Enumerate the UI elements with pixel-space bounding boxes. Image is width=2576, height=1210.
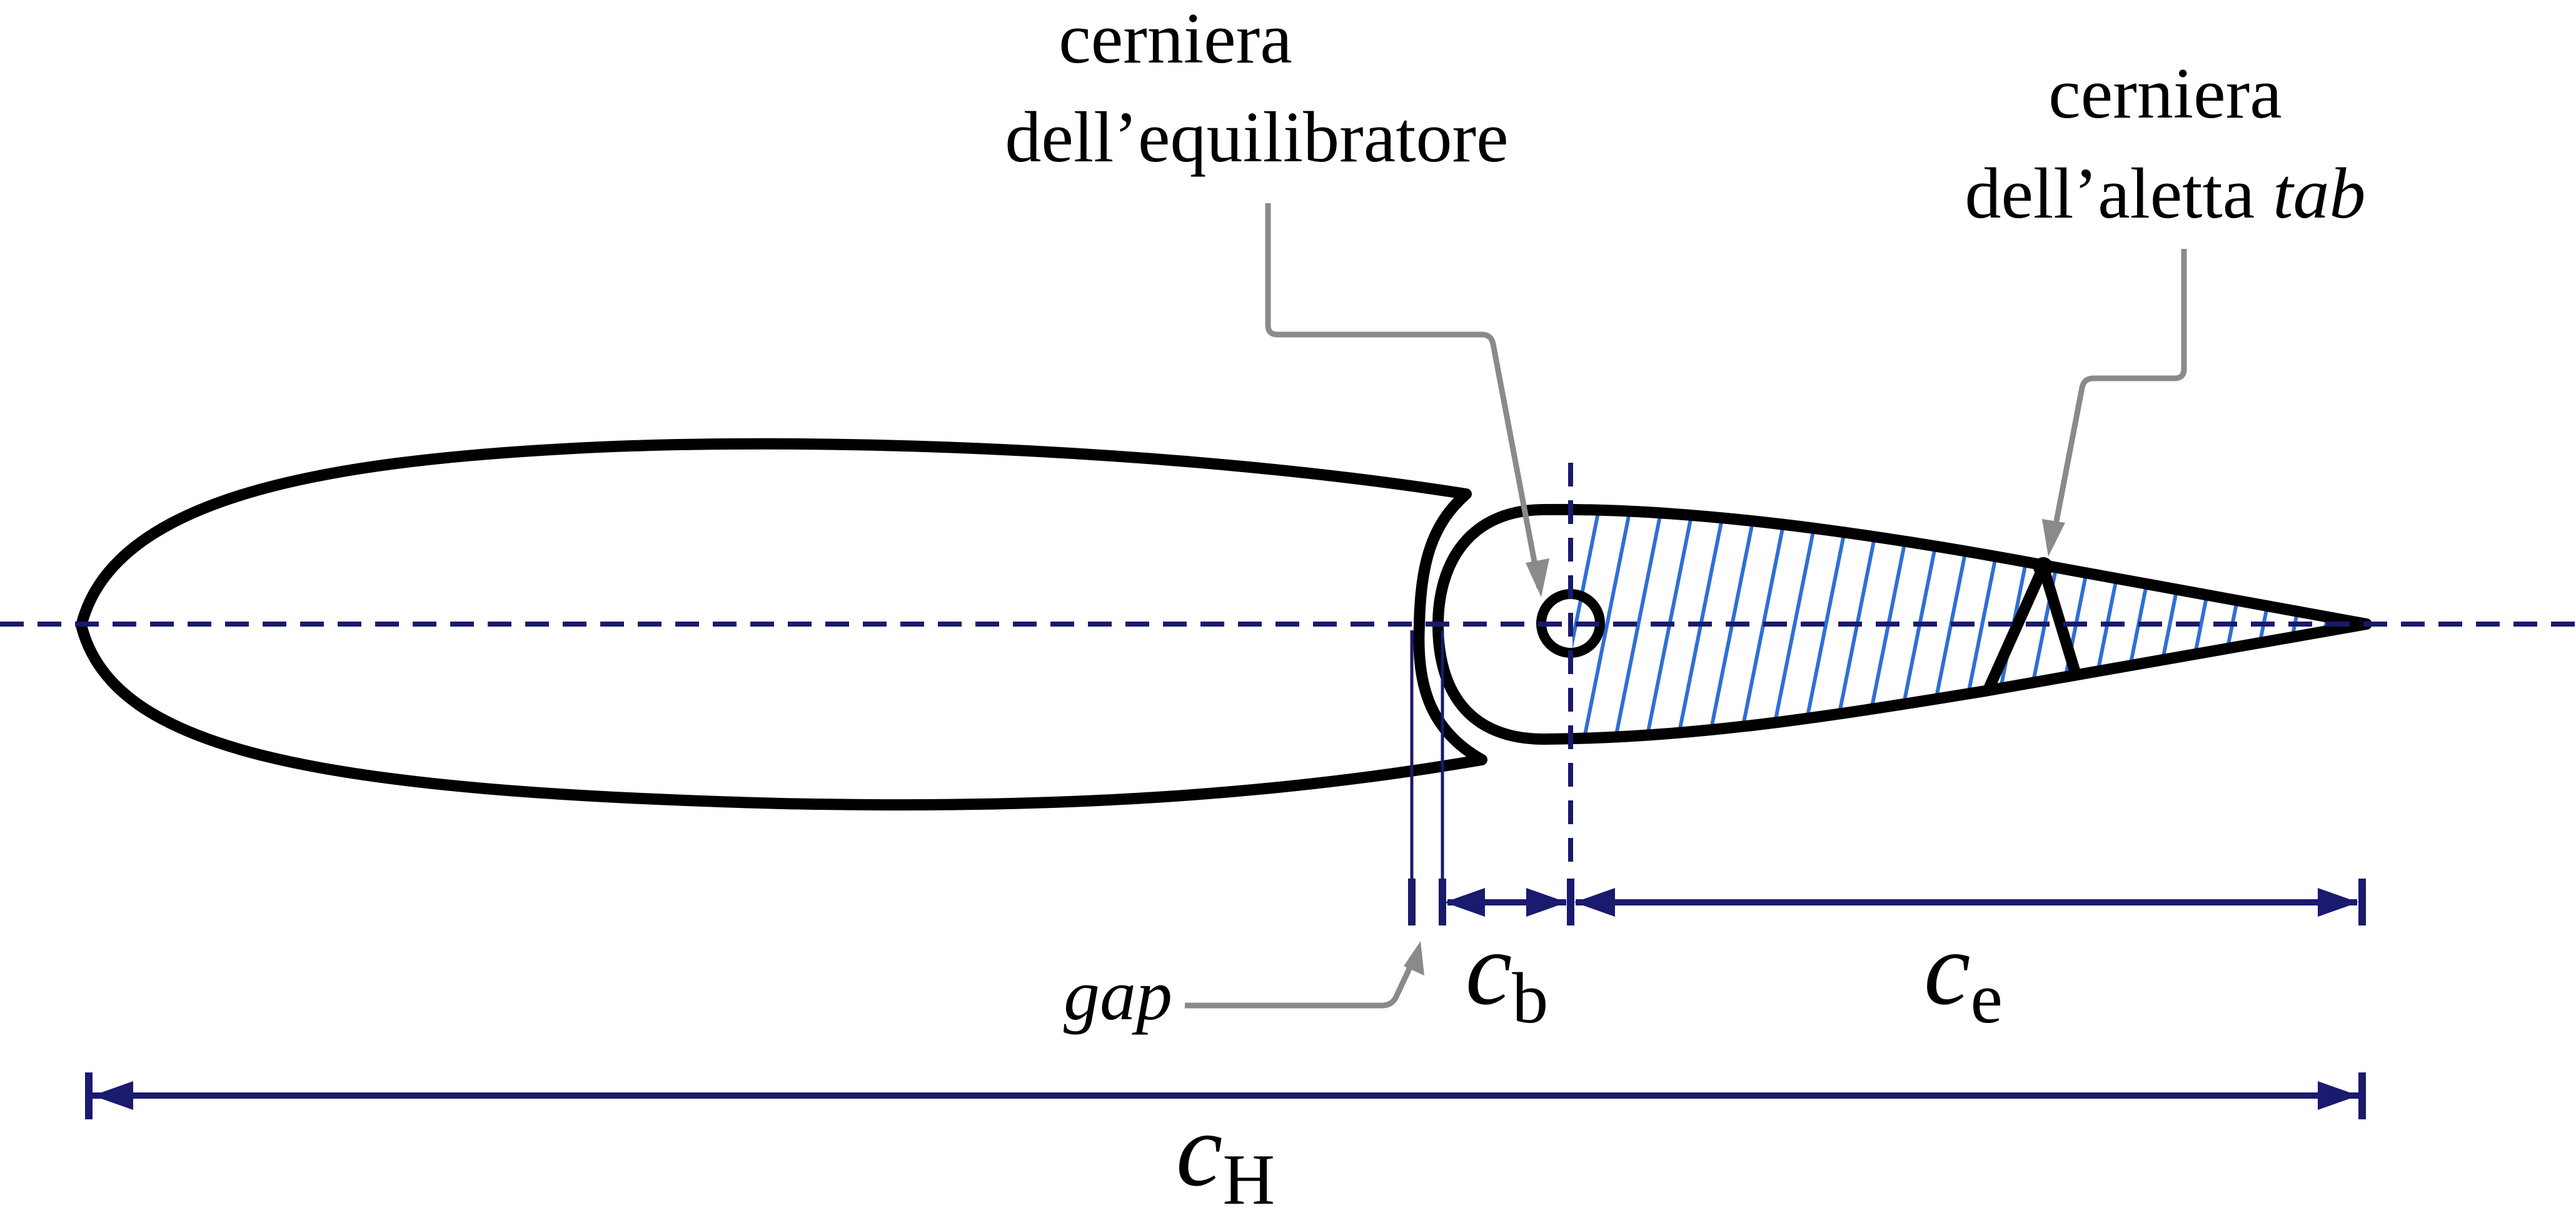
- tab-hinge-label-italic: tab: [2273, 154, 2365, 234]
- tab-hinge-leader-arrow: [2042, 519, 2065, 557]
- cb-arrow-left: [1444, 888, 1485, 917]
- hatch-line: [1768, 510, 1821, 738]
- elevator-hinge-leader-arrow: [1526, 558, 1549, 597]
- ce-arrow-right: [2318, 888, 2358, 917]
- cb-label-var: c: [1466, 910, 1512, 1027]
- tab-hinge-leader: [2049, 249, 2187, 545]
- hatch-line: [1799, 510, 1853, 738]
- hatch-line: [1580, 510, 1634, 738]
- gap-leader-arrow: [1404, 941, 1424, 976]
- cH-label: cH: [1176, 1092, 1275, 1207]
- gap-label: gap: [1064, 955, 1172, 1036]
- stabilizer-profile: [76, 438, 1487, 811]
- tab-hinge-label-line2: dell’aletta tab: [1965, 154, 2366, 234]
- cH-arrow-left: [93, 1081, 133, 1110]
- elevator-hinge-leader: [1265, 203, 1542, 588]
- ce-label-sub: e: [1971, 959, 2003, 1039]
- gap-leader: [1185, 955, 1418, 1009]
- ce-label: ce: [1924, 910, 2003, 1039]
- cH-label-var: c: [1176, 1092, 1223, 1207]
- cb-label: cb: [1466, 910, 1549, 1039]
- tab-hinge-point: [2033, 557, 2053, 577]
- cH-arrow-right: [2318, 1081, 2358, 1110]
- elevator-hinge-label-line2: dell’equilibratore: [1005, 98, 1508, 178]
- tab-hinge-label-text: dell’aletta: [1965, 154, 2273, 234]
- cb-label-sub: b: [1512, 959, 1548, 1039]
- ce-arrow-left: [1574, 888, 1615, 917]
- tab-profile: [1983, 562, 2080, 692]
- cH-label-sub: H: [1222, 1140, 1275, 1207]
- elevator-hinge-label-line1: cerniera: [1059, 0, 1292, 79]
- elevator-profile: [1432, 503, 2372, 745]
- hatch-line: [1611, 510, 1665, 738]
- cb-arrow-right: [1526, 888, 1567, 917]
- tab-hinge-label-line1: cerniera: [2048, 54, 2282, 134]
- ce-label-var: c: [1924, 910, 1971, 1027]
